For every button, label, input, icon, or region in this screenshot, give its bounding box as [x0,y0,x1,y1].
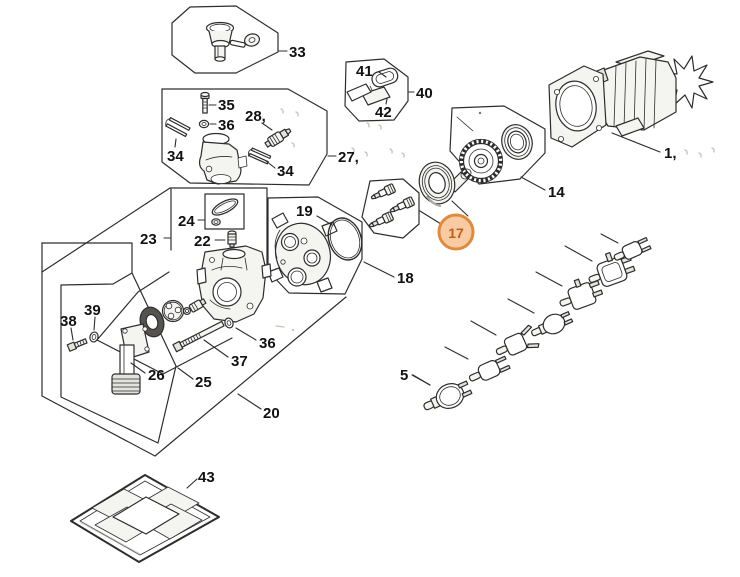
part-35-label[interactable]: 35 [218,97,235,114]
box-20-bottom-edge [41,296,347,457]
part-42-label[interactable]: 42 [375,104,392,121]
part-28-label[interactable]: 28, [245,108,266,125]
pump-body-drawing [196,245,272,323]
box-23-outline [41,187,268,273]
part-36b-washer-drawing [224,317,234,329]
part-34a-drawing [165,117,191,138]
highlight-circle[interactable] [437,213,475,251]
part-43-label[interactable]: 43 [198,469,215,486]
pump-head-drawing [198,132,248,185]
part-17-seal-drawing [418,161,456,208]
part-34b-label[interactable]: 34 [277,163,294,180]
part-5-label[interactable]: 5 [400,367,408,384]
part-39-washer-drawing [89,331,99,343]
part-42-plate-2 [346,83,372,102]
part-25-label[interactable]: 25 [195,374,212,391]
plug-uk-large [588,252,636,287]
part-33-label[interactable]: 33 [289,44,306,61]
plug-angled-pins [495,324,540,356]
bearing-ring [501,124,533,160]
part-36a-label[interactable]: 36 [218,117,235,134]
gear-assembly-drawing [446,111,533,193]
plug-uk [559,278,604,310]
part-38-bolt-drawing [66,338,88,352]
part-19-label[interactable]: 19 [296,203,313,220]
box-33 [171,5,279,74]
part-26-label[interactable]: 26 [148,367,165,384]
plug-two-pin-2 [613,237,652,261]
part-36a-drawing [198,119,210,129]
part-27-label[interactable]: 27, [338,149,359,166]
part-38-label[interactable]: 38 [60,313,77,330]
box-27 [161,88,328,186]
part-42-plate [361,86,391,106]
box-14 [449,105,546,185]
faded-print-marks [275,108,715,331]
part-20-label[interactable]: 20 [263,405,280,422]
part-14-label[interactable]: 14 [548,184,565,201]
part-39-label[interactable]: 39 [84,302,101,319]
part-36b-label[interactable]: 36 [259,335,276,352]
box-40 [344,58,409,122]
part-17-label[interactable]: 17 [448,225,464,241]
part-19-oring-drawing [327,217,363,261]
part-40-label[interactable]: 40 [416,85,433,102]
motor-drawing [548,50,714,148]
box-25 [60,272,177,444]
part-1-label[interactable]: 1, [664,145,677,162]
part-37-label[interactable]: 37 [231,353,248,370]
manifold-drawing [267,212,338,293]
plug-euro-large [423,380,473,411]
callout-labels: 33 35 36 28, 34 34 27, 41 42 40 1, 14 19… [60,44,677,486]
part-33-drawing [205,21,261,62]
part-41-label[interactable]: 41 [356,63,373,80]
part-22-label[interactable]: 22 [194,233,211,250]
seal-compartment-edges [96,271,233,375]
part-24-orings-drawing [211,198,239,226]
part-41-drawing [346,67,399,106]
part-24-label[interactable]: 24 [178,213,195,230]
plug-euro-small [531,311,574,337]
part-23-label[interactable]: 23 [140,231,157,248]
part-43-pad-drawing [70,474,220,563]
part-35-drawing [200,91,210,114]
plug-two-pin [468,355,511,382]
callout-leader-lines [70,50,661,489]
part-18-label[interactable]: 18 [397,270,414,287]
highlighted-callout-17[interactable]: 17 [437,213,475,251]
box-20-top-edge [41,242,133,274]
part-22-valve-drawing [227,230,237,248]
part-26-inlet-drawing [111,323,150,395]
part-28-valve-drawing [264,128,292,148]
power-plug-set-drawing [412,233,652,411]
part-34a-label[interactable]: 34 [167,148,184,165]
part-37-bolt-drawing [172,320,225,353]
